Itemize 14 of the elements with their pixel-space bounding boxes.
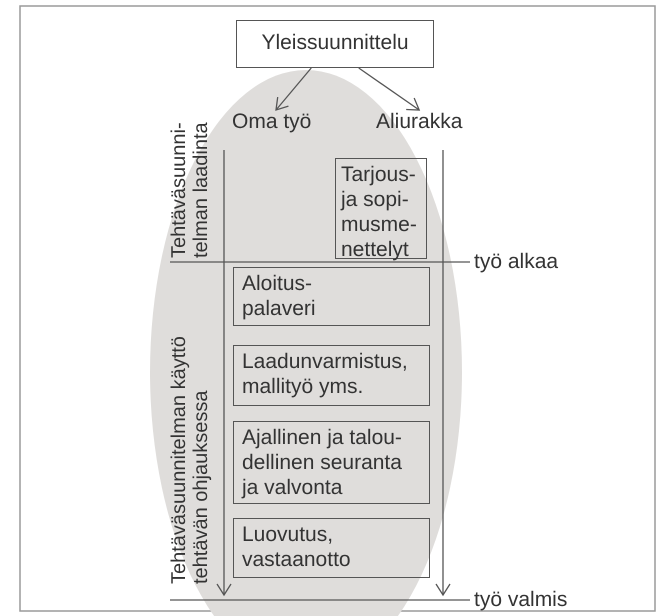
arrow [275,68,312,111]
milestone-label: työ alkaa [474,250,558,274]
phase-label: Tehtäväsuunni- telman laadinta [168,121,212,258]
arrow [358,67,420,111]
milestone-label: työ valmis [474,588,568,612]
branch-label: Oma työ [232,110,312,134]
process-box: Aloitus- palaveri [233,267,430,326]
branch-label: Aliurakka [376,110,472,134]
process-box: Laadunvarmistus, mallityö yms. [233,345,430,406]
process-box: Luovutus, vastaanotto [233,518,430,578]
process-box: Tarjous- ja sopi- musme- nettelyt [335,158,427,259]
process-box: Yleissuunnittelu [236,20,434,68]
phase-label: Tehtäväsuunnitelman käyttö tehtävän ohjauksessa [168,335,212,584]
process-box: Ajallinen ja talou- dellinen seuranta ja valvonta [233,421,430,504]
